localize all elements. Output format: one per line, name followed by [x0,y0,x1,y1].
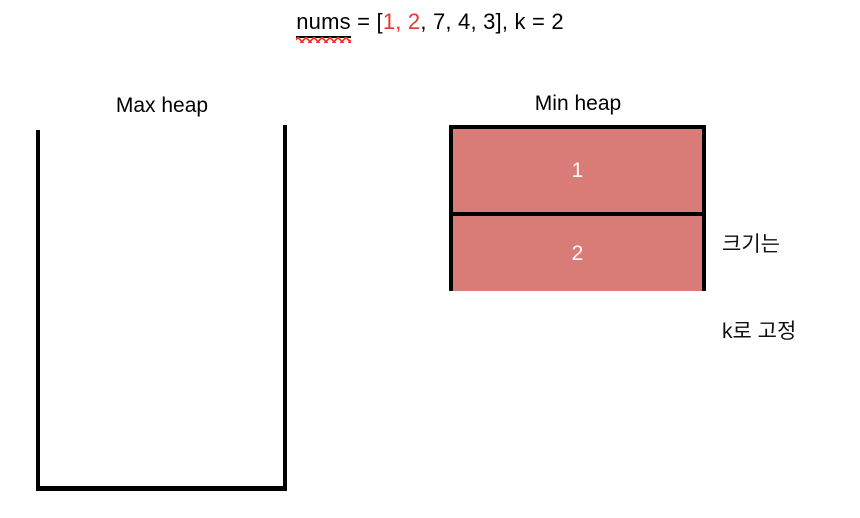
k-clause-token: , k = 2 [501,9,564,34]
max-heap-left-wall [36,130,40,491]
nums-variable-label: nums [296,9,351,34]
spellcheck-squiggle-icon [296,37,351,43]
min-heap-container: 1 2 [449,125,706,291]
min-heap-cell-value: 1 [571,158,584,182]
max-heap-title: Max heap [115,94,209,117]
max-heap-right-wall [283,125,287,491]
min-heap-cell: 2 [453,212,702,291]
size-annotation: 크기는 k로 고정 [722,172,796,375]
max-heap-floor [36,486,287,491]
open-bracket-token: [ [376,9,383,34]
close-bracket-token: ] [495,9,502,34]
size-annotation-line-1: 크기는 [722,233,780,256]
expression-line: nums = [1, 2, 7, 4, 3], k = 2 [0,8,860,43]
equals-token: = [350,9,377,34]
max-heap-items [40,125,283,486]
max-heap-container [36,125,287,491]
min-heap-cell-value: 2 [571,241,584,265]
min-heap-title: Min heap [534,92,622,115]
nums-variable-token: nums [296,8,351,43]
highlighted-values-token: 1, 2 [382,9,421,34]
remaining-values-token: , 7, 4, 3 [420,9,496,34]
min-heap-cell: 1 [453,129,702,212]
size-annotation-line-2: k로 고정 [722,320,797,343]
